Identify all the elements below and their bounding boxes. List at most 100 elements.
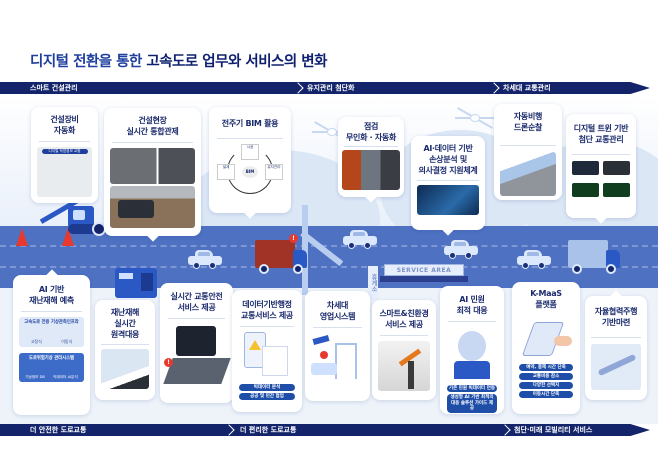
weather-db-label: 기상정보 DB: [25, 375, 45, 379]
pill-bigdata-analysis: 빅데이터 분석: [239, 384, 295, 391]
card-title-line: 데이터기반행정: [242, 300, 292, 309]
autonomous-city-illustration: [591, 344, 641, 390]
pill-booking-time-reduction: 예약, 결제 시간 단축: [519, 364, 573, 371]
stage-maintenance: 유지관리 첨단화: [307, 84, 355, 92]
document-illustration: [232, 332, 302, 382]
maas-phone-illustration: [512, 310, 580, 362]
top-stage-banner: 스마트 건설관리 유지관리 첨단화 차세대 교통관리: [0, 82, 650, 94]
warning-icon: [249, 340, 261, 350]
ai-keyboard-image: [417, 185, 479, 215]
bottom-outcome-banner: 더 안전한 도로교통 더 편리한 도로교통 첨단·미래 모빌리티 서비스: [0, 424, 650, 436]
divider: [101, 344, 149, 345]
car-icon: [444, 240, 478, 259]
card-title-line: 재난재해 예측: [29, 296, 74, 305]
card-title-line: 스마트&친환경: [379, 309, 429, 318]
drone-icon: [455, 106, 495, 130]
rest-area-vertical-sign: 휴게소: [368, 266, 378, 300]
car-icon: [517, 250, 551, 269]
card-title-line: 의사결정 지원체계: [418, 166, 478, 175]
card-title-line: 서비스 제공: [385, 320, 423, 329]
card-title-line: 실시간 교통안전: [170, 292, 223, 301]
lane-marking: [0, 245, 658, 247]
traffic-cone-icon: [16, 228, 28, 246]
digital-twin-screens: [572, 161, 630, 197]
drone-icon: [312, 120, 352, 144]
site-photo-earthwork: [110, 186, 195, 228]
outcome-safer-traffic: 더 안전한 도로교통: [30, 426, 87, 434]
page-title: 디지털 전환을 통한 고속도로 업무와 서비스의 변화: [30, 50, 327, 71]
drone-patrol-image: [500, 152, 556, 196]
card-title-line: 첨단 교통관리: [578, 135, 624, 144]
outcome-convenient-traffic: 더 편리한 도로교통: [240, 426, 297, 434]
weather-infra-box: 고속도로 전용 기상관측인프라 고정식 이동식: [19, 317, 84, 347]
card-title-line: K-MaaS: [530, 289, 562, 298]
card-title-line: 실시간: [114, 319, 136, 328]
alert-icon: [320, 351, 328, 359]
bim-center-gear: BIM: [242, 166, 258, 178]
pill-diverse-options: 다양한 선택지: [519, 382, 573, 389]
robot-arm-image: [378, 341, 430, 391]
card-title-line: 자율협력주행: [594, 307, 638, 316]
card-title-line: AI·데이터 기반: [423, 144, 473, 153]
card-title-line: 기반마련: [601, 318, 631, 327]
card-title-line: 건설현장: [138, 116, 167, 125]
outcome-future-mobility: 첨단·미래 모빌리티 서비스: [514, 426, 593, 434]
toll-gate-illustration: [305, 333, 370, 383]
card-title-line: 교통서비스 제공: [241, 311, 293, 320]
chevron-right-icon: [504, 424, 512, 436]
mobile-station-label: 이동식: [61, 339, 73, 344]
title-emphasis: 고속도로 업무와 서비스의 변화: [146, 54, 327, 70]
cycle-construction: 시공: [241, 144, 259, 160]
card-title-line: 최적 대응: [456, 306, 488, 315]
box-title: 고속도로 전용 기상관측인프라: [24, 320, 79, 325]
divider: [313, 327, 362, 328]
card-title-line: 무인화 · 자동화: [345, 133, 397, 142]
chevron-right-icon: [297, 82, 305, 94]
divider: [500, 145, 556, 146]
box-title: 도로위험기상 관리시스템: [29, 356, 74, 361]
alert-icon: !: [289, 234, 298, 243]
card-title-line: 드론순찰: [513, 123, 543, 132]
site-photo-vehicle-interior: [110, 148, 195, 184]
pill-complaint-bigdata: 기존 민원 빅데이터 연동: [447, 385, 497, 392]
card-title-line: 자동화: [53, 126, 76, 135]
divider: [344, 146, 398, 147]
snow-road-image: [101, 349, 149, 389]
pill-travel-time-reduction: 이동시간 단축: [519, 391, 573, 398]
remote-response-vehicle-icon: [115, 268, 157, 298]
divider: [112, 142, 193, 143]
divider: [168, 318, 225, 319]
service-area-sign: SERVICE AREA: [384, 264, 464, 276]
digital-info-badge: 디지털 작업정보 교환: [41, 149, 88, 154]
weather-system-box: 도로위험기상 관리시스템 기상정보 DB 빅데이터 AI분석: [19, 353, 84, 382]
bim-cycle-diagram: 시공 유지관리 설계 BIM: [209, 144, 291, 202]
card-title-line: 플랫폼: [535, 300, 557, 309]
card-title-line: 자동비행: [513, 112, 543, 121]
chevron-right-icon: [493, 82, 501, 94]
card-title-line: 실시간 통합관제: [126, 127, 179, 136]
divider: [217, 138, 283, 139]
card-title-line: AI 기반: [38, 285, 65, 294]
divider: [21, 311, 82, 312]
card-title-line: 디지털 트윈 기반: [573, 124, 629, 133]
excavator-icon: [38, 197, 108, 238]
divider: [572, 154, 630, 155]
bigdata-ai-label: 빅데이터 AI분석: [53, 375, 78, 379]
card-title-line: AI 민원: [459, 295, 485, 304]
stage-smart-construction: 스마트 건설관리: [30, 84, 78, 92]
divider: [448, 321, 496, 322]
divider: [240, 326, 294, 327]
equipment-diagram-image: 디지털 작업정보 교환: [37, 147, 92, 197]
divider: [39, 141, 90, 142]
cycle-maintenance: 유지관리: [265, 164, 283, 180]
